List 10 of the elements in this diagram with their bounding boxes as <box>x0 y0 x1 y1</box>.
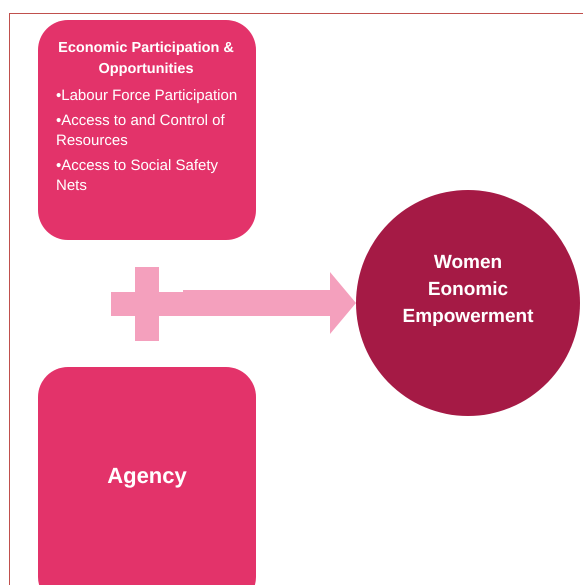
bullet-item: •Access to Social Safety Nets <box>56 156 219 196</box>
box-heading: Economic Participation & Opportunities <box>57 39 235 79</box>
box-title: Agency <box>107 462 187 488</box>
block-arrow <box>183 272 356 334</box>
category-box <box>38 367 256 585</box>
bullet-item: •Labour Force Participation <box>56 86 238 106</box>
circle-label: Women Eonomic Empowerment <box>402 250 534 328</box>
category-box <box>38 20 256 240</box>
plus-sign <box>111 267 183 341</box>
bullet-item: •Access to and Control of Resources <box>56 111 226 151</box>
